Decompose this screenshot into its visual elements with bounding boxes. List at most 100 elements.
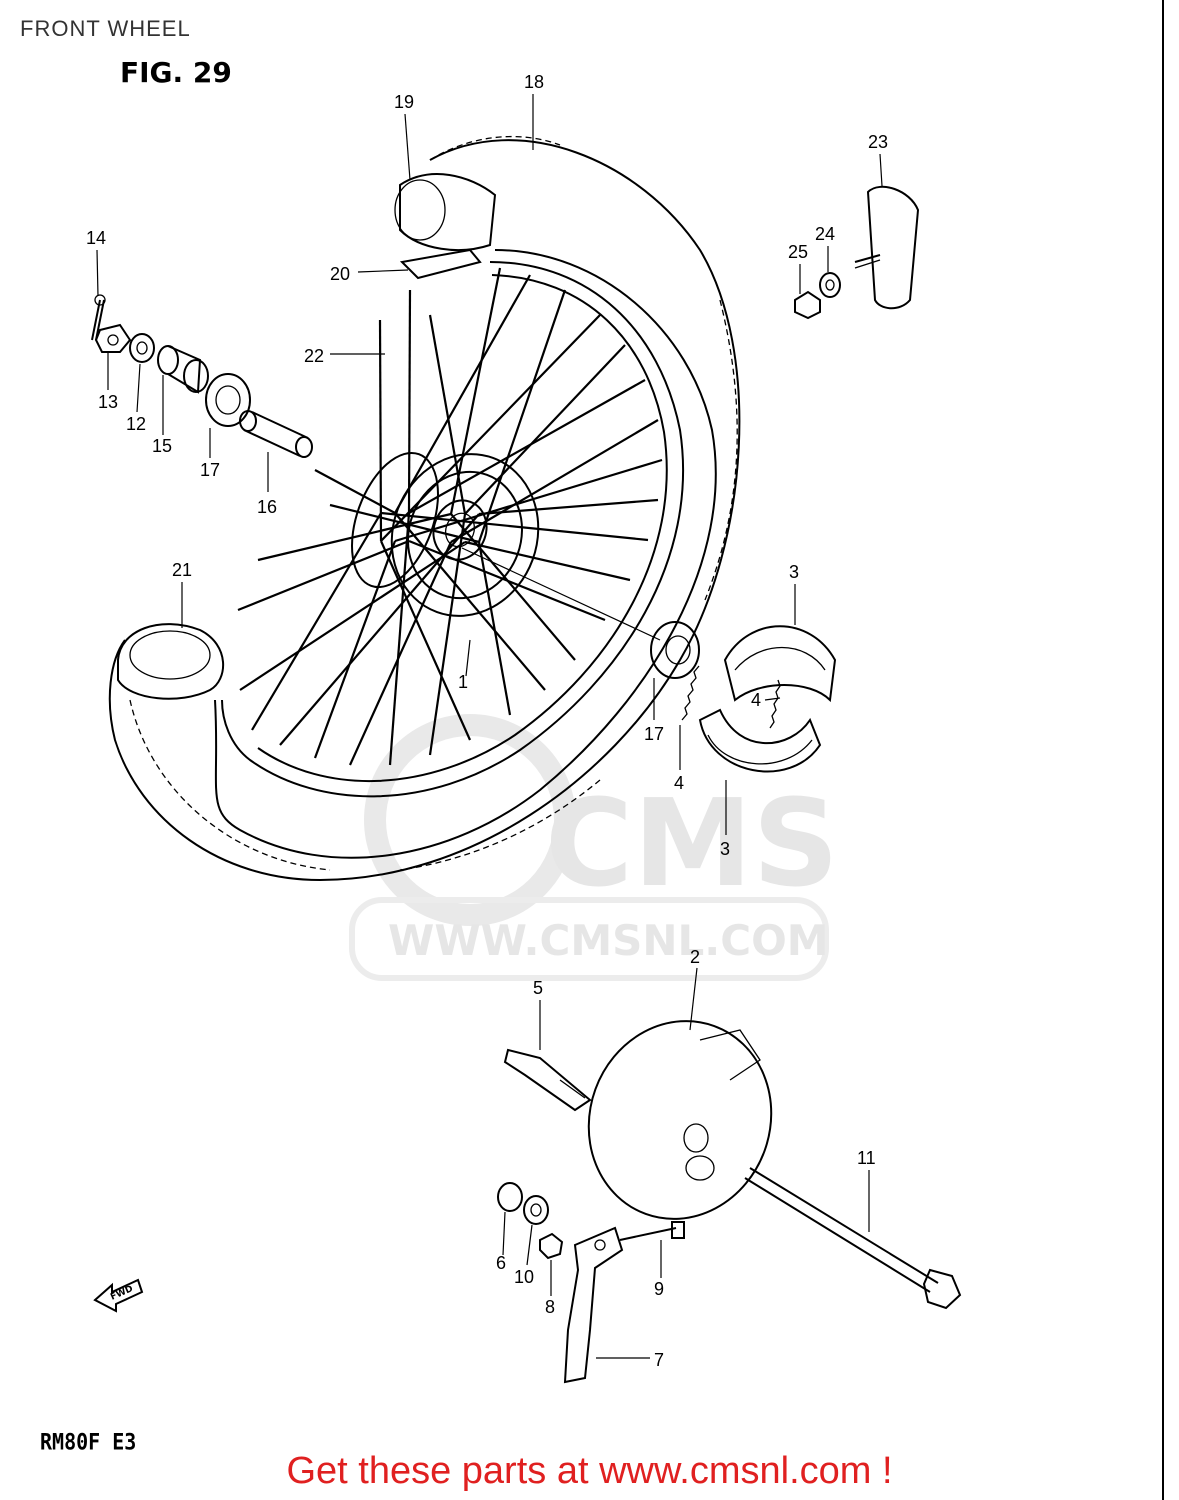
callout-number-c19: 19 [394,92,414,112]
wheel-hub [351,451,661,641]
return-spring-right [769,679,781,729]
spoke [380,511,649,542]
callout-number-c21: 21 [172,560,192,580]
callout-leader-c23 [879,153,883,187]
tire [108,136,741,882]
arm-bolt [619,1221,685,1241]
watermark-logo-ring [364,714,576,926]
callout-leader-c1 [465,639,471,677]
callout-number-c3b: 3 [720,839,730,859]
rim [221,261,685,798]
spoke [394,274,531,514]
cms-watermark: CMS WWW.CMSNL.COM [349,714,839,981]
callout-leader-c2 [689,967,698,1031]
nut-8 [539,1232,564,1260]
bearing-17-left [205,373,251,427]
spoke [477,289,567,543]
callout-number-c22: 22 [304,346,324,366]
callout-number-c6: 6 [496,1253,506,1273]
callout-number-c8: 8 [545,1297,555,1317]
callout-leader-c4a [764,697,781,701]
callout-number-c23: 23 [868,132,888,152]
rim-lock [854,185,920,310]
inner-tube-section [394,173,497,280]
watermark-url-text: WWW.CMSNL.COM [388,916,829,965]
spoke [408,379,646,514]
cotter-pin [91,294,106,341]
spoke [348,541,453,766]
spoke [251,512,382,731]
spoke [464,344,626,515]
bearing-17-right [650,621,700,679]
spoke [428,314,467,515]
spoke [477,541,512,716]
callout-number-c15: 15 [152,436,172,456]
spoke [237,539,410,612]
brake-shoe-upper [723,625,837,703]
callout-number-c12: 12 [126,414,146,434]
model-code: RM80F E3 [40,1428,137,1456]
brake-cam [503,1048,592,1112]
spoke [450,513,576,661]
spoke [407,289,412,514]
spoke [257,512,452,562]
spoke [394,512,546,691]
spoke [428,513,467,756]
callout-number-c9: 9 [654,1279,664,1299]
figure-number: FIG. 29 [120,56,232,89]
brake-shoe-lower [698,708,822,773]
washer-6 [497,1182,523,1212]
callout-number-c1: 1 [458,672,468,692]
spoke [313,540,397,759]
callout-number-c17b: 17 [644,724,664,744]
spacer-15 [157,345,209,394]
callout-number-c17a: 17 [200,460,220,480]
callout-number-c11: 11 [857,1148,876,1168]
return-spring-left [681,665,700,721]
page-edge-rule [1162,0,1164,1500]
callout-number-c4a: 4 [751,690,761,710]
spoke [478,498,659,516]
spoke [388,512,411,766]
spoke [329,503,480,544]
callout-labels: 1233445678910111213141516171718192021222… [86,72,888,1370]
brake-panel [587,1020,773,1220]
callout-number-c20: 20 [330,264,350,284]
spoke [279,513,480,746]
callout-number-c2: 2 [690,947,700,967]
spoke [314,469,396,514]
watermark-logo-text: CMS [545,775,839,914]
callout-leader-c6 [502,1211,506,1256]
callout-number-c10: 10 [514,1267,534,1287]
washer-12 [129,333,155,363]
callout-number-c18: 18 [524,72,544,92]
callout-leader-c14 [96,249,99,297]
fwd-arrow: FWD [93,1278,144,1313]
callout-leader-c10 [526,1224,533,1266]
distance-collar [239,410,313,458]
callout-number-c13: 13 [98,392,118,412]
spoke [379,540,472,741]
page-title: FRONT WHEEL [20,16,191,41]
callout-leader-c19 [404,113,411,181]
callout-number-c4b: 4 [674,773,684,793]
rim-lock-nut [794,290,821,320]
spokes [237,267,663,766]
callout-number-c24: 24 [815,224,835,244]
callout-leader-c12 [136,363,141,413]
front-axle [744,1167,962,1310]
callout-number-c3a: 3 [789,562,799,582]
watermark-url-frame [349,897,829,981]
spoke [239,541,466,691]
rim-lock-washer [819,272,841,298]
callout-leader-c20 [357,269,409,273]
spoke [394,458,663,543]
spoke [464,540,631,582]
footer-shop-link[interactable]: Get these parts at www.cmsnl.com ! [286,1450,893,1492]
tube-cross-section [117,623,224,700]
spoke [378,319,383,542]
castle-nut [94,323,132,353]
callout-number-c5: 5 [533,978,543,998]
